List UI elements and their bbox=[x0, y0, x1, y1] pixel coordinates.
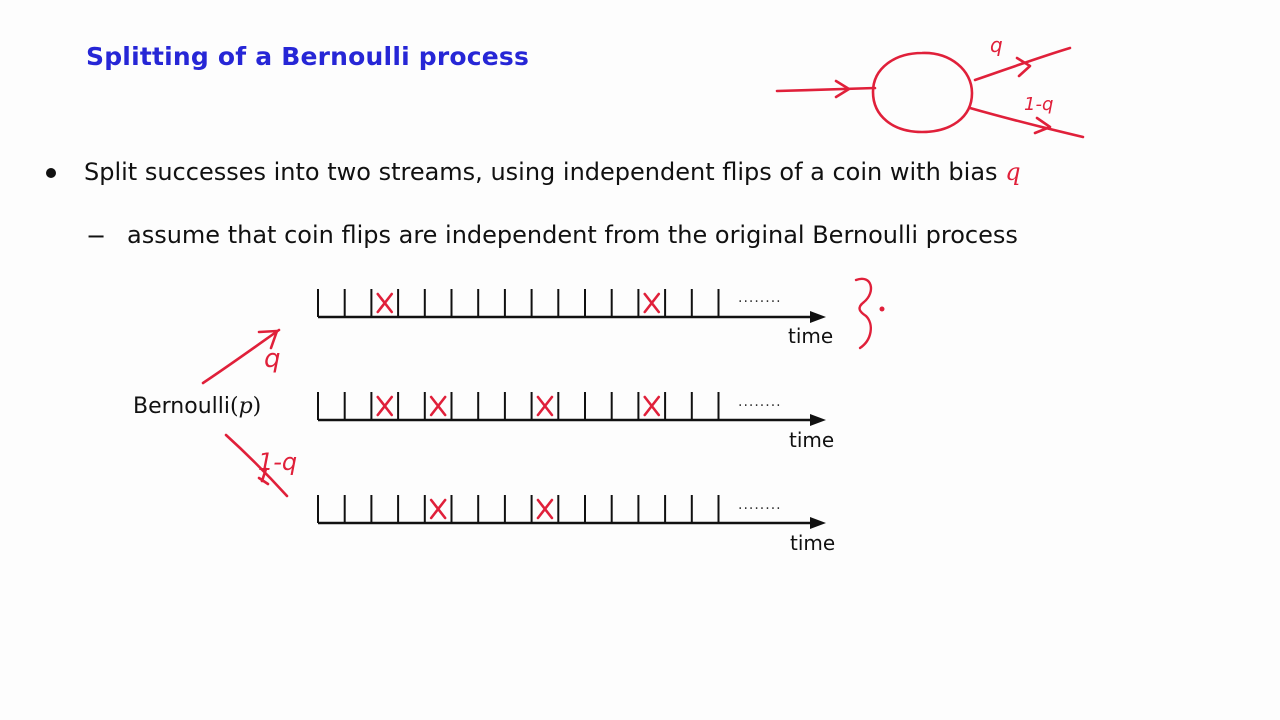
branch-up-line bbox=[201, 328, 281, 385]
timeline-bottom-dots: ........ bbox=[738, 497, 782, 513]
timelines-group bbox=[317, 289, 826, 529]
branch-down-line bbox=[224, 433, 289, 498]
bias-variable: q bbox=[1005, 158, 1021, 186]
timeline-bottom-arrowhead bbox=[810, 517, 826, 529]
bullet-dot bbox=[46, 168, 56, 178]
timeline-top-dots: ........ bbox=[738, 290, 782, 306]
branch-down-arrowhead bbox=[257, 467, 270, 486]
bernoulli-label: Bernoulli(p) bbox=[133, 394, 261, 419]
bernoulli-open-paren: ( bbox=[229, 394, 239, 419]
splitter-input-arrowhead bbox=[834, 79, 851, 99]
splitter-q-label: q bbox=[990, 33, 1003, 57]
timeline-top-success-mark bbox=[376, 292, 394, 314]
timeline-top-success-mark bbox=[643, 292, 661, 314]
timeline-middle-time-label: time bbox=[789, 428, 835, 452]
bernoulli-name: Bernoulli bbox=[133, 394, 230, 419]
timeline-bottom-success-mark bbox=[429, 498, 447, 520]
timeline-top-arrowhead bbox=[810, 311, 826, 323]
sub-bullet-dash: − bbox=[86, 222, 107, 250]
splitter-sketch bbox=[775, 46, 1085, 139]
splitter-lower-branch bbox=[968, 106, 1085, 139]
brace-annotation bbox=[854, 277, 873, 350]
splitter-lower-arrowhead bbox=[1033, 116, 1052, 135]
branch-q-label: q bbox=[264, 344, 281, 374]
timeline-middle-success-mark bbox=[376, 395, 394, 417]
branch-1mq-label: 1-q bbox=[258, 448, 297, 476]
bernoulli-param: p bbox=[238, 394, 253, 419]
bullet-text-body: Split successes into two streams, using … bbox=[84, 158, 998, 186]
timeline-middle-dots: ........ bbox=[738, 394, 782, 410]
timeline-top-time-label: time bbox=[788, 324, 834, 348]
timeline-middle-success-mark bbox=[429, 395, 447, 417]
splitter-1mq-label: 1-q bbox=[1024, 94, 1053, 115]
page-title: Splitting of a Bernoulli process bbox=[86, 42, 530, 71]
splitter-input-line bbox=[775, 86, 877, 93]
timeline-middle-arrowhead bbox=[810, 414, 826, 426]
splitter-upper-arrowhead bbox=[1015, 56, 1032, 78]
brace-shape bbox=[854, 277, 873, 350]
timeline-middle-success-mark bbox=[536, 395, 554, 417]
timeline-bottom-time-label: time bbox=[790, 531, 836, 555]
timeline-middle-success-mark bbox=[643, 395, 661, 417]
bernoulli-close-paren: ) bbox=[252, 394, 262, 419]
brace-dot bbox=[879, 306, 885, 312]
branch-arrows bbox=[201, 328, 289, 498]
branch-up-arrowhead bbox=[257, 329, 279, 350]
sub-bullet-text: assume that coin flips are independent f… bbox=[127, 221, 1018, 249]
splitter-circle bbox=[871, 51, 974, 134]
bullet-text: Split successes into two streams, using … bbox=[84, 158, 1021, 186]
timeline-bottom-success-mark bbox=[536, 498, 554, 520]
